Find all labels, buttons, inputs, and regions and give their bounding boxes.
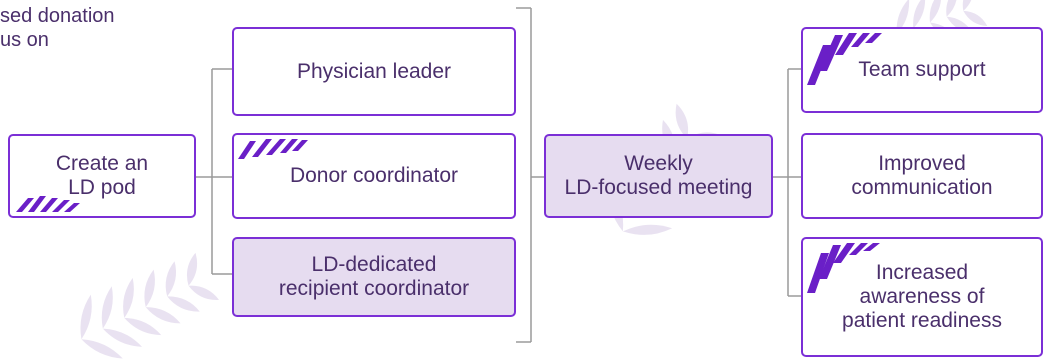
leaf-blade [913,0,926,29]
leaf-blade [144,269,155,308]
leaf-blade [963,10,988,26]
leaf-blade [101,286,113,329]
recipient-coordinator-label: LD-dedicated recipient coordinator [278,253,470,300]
leaf-blade [929,0,941,23]
leaf-blade [123,277,134,318]
leaf-blade [186,252,198,286]
leaf-blade [188,285,220,300]
connector-lines [196,7,801,343]
donor-coordinator-label: Donor coordinator [289,164,459,187]
weekly-meeting-box: Weekly LD-focused meeting [544,134,773,218]
donor-coordinator-box: Donor coordinator [232,133,516,219]
purple-leaf-icon [238,139,308,159]
increased-awareness-label: Increased awareness of patient readiness [842,261,1002,332]
increased-awareness-box: Increased awareness of patient readiness [801,237,1043,357]
team-support-label: Team support [858,58,986,81]
leaf-blade [124,317,162,336]
leaf-blade [80,294,92,340]
physician-leader-label: Physician leader [296,59,452,83]
leaf-blade [167,296,200,312]
improved-communication-label: Improved communication [851,152,993,199]
leaf-blade [962,0,972,11]
leaf-blade [81,339,123,359]
improved-communication-box: Improved communication [801,133,1043,219]
top-note-text: sed donation us on [0,5,115,51]
leaf-blade [675,103,689,139]
leaf-blade [622,224,673,235]
physician-leader-box: Physician leader [232,27,516,116]
weekly-meeting-label: Weekly LD-focused meeting [564,152,753,199]
leaf-blade [946,0,957,17]
leaf-blade [145,307,181,324]
leaf-blade [102,328,143,347]
team-support-box: Team support [801,27,1043,113]
create-ld-pod-label: Create an LD pod [55,152,149,199]
leaf-blade [165,261,177,297]
recipient-coordinator-box: LD-dedicated recipient coordinator [232,237,516,317]
create-ld-pod-box: Create an LD pod [8,134,196,218]
leaf-blade [896,0,910,35]
